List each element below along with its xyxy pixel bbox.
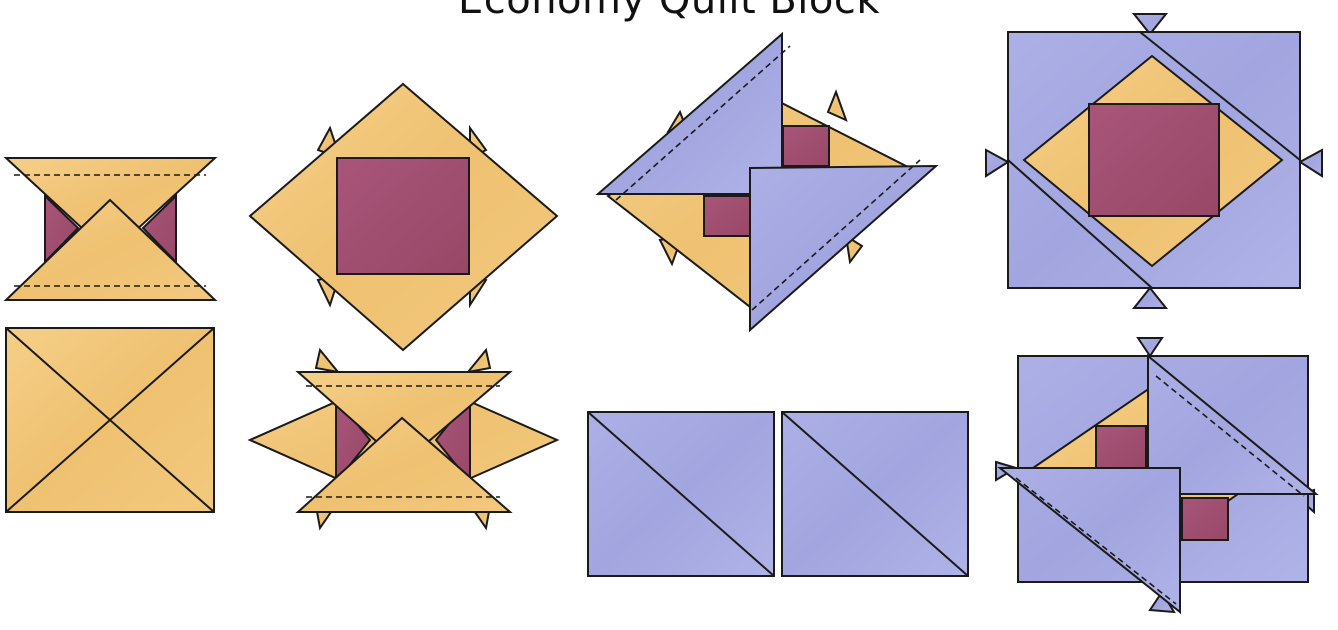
burgundy-square: [704, 196, 750, 236]
corner-ear: [316, 350, 338, 372]
corner-ear: [1300, 150, 1322, 176]
quarter-square-triangles: [6, 328, 214, 512]
corner-triangles-attached: [598, 34, 936, 330]
burgundy-square: [783, 126, 829, 166]
corner-triangles-pressed: [996, 338, 1316, 612]
corner-ear: [468, 350, 490, 372]
lavender-triangle: [750, 166, 936, 330]
burgundy-center-square: [337, 158, 469, 274]
half-square-triangle-pair: [588, 412, 968, 576]
corner-ear: [1138, 338, 1162, 356]
burgundy-square: [1182, 498, 1228, 540]
square-with-side-triangles: [250, 350, 557, 528]
corner-ear: [828, 92, 846, 120]
corner-ear: [986, 150, 1008, 176]
gold-triangle: [6, 200, 215, 300]
burgundy-square: [1096, 426, 1146, 468]
corner-ear: [1134, 288, 1166, 308]
square-in-square-center: [250, 84, 557, 350]
finished-economy-block: [986, 14, 1322, 308]
hourglass-unit: [6, 158, 215, 300]
burgundy-center-square: [1089, 104, 1219, 216]
